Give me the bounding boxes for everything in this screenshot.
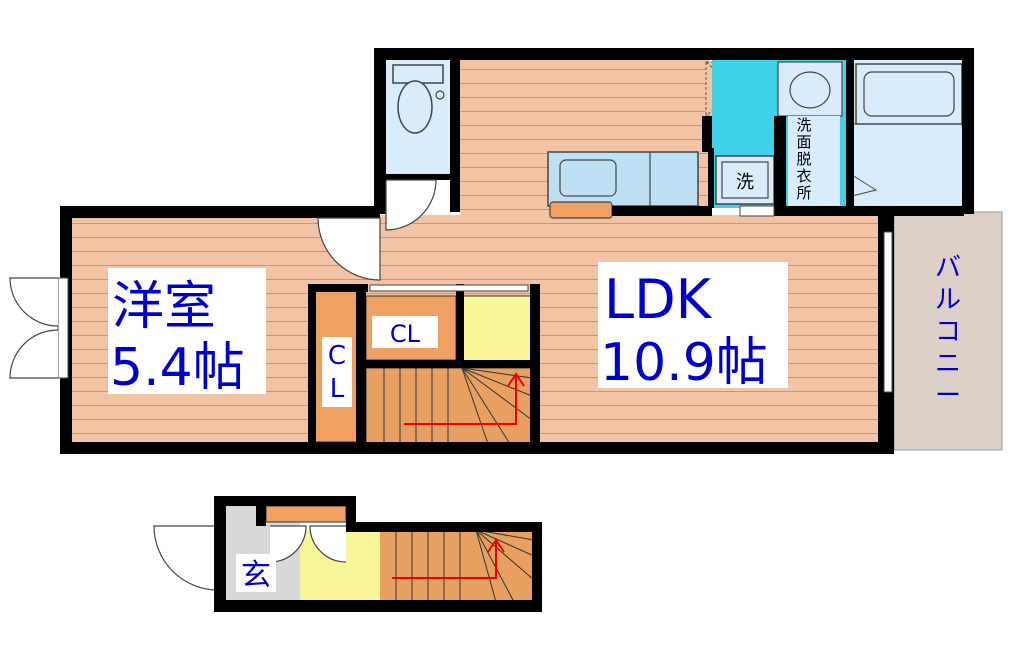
entrance-label: 玄 — [241, 558, 271, 593]
ldk-name: LDK — [604, 268, 713, 331]
window-left-2 — [9, 329, 59, 379]
washroom-char-3: 脱 — [796, 150, 811, 168]
toilet-door[interactable] — [385, 179, 437, 231]
western-room-name: 洋室 — [112, 277, 216, 337]
balcony-char-2: ル — [935, 285, 961, 315]
shoe-cabinet — [265, 505, 347, 523]
entrance-inner-door-2[interactable] — [309, 525, 347, 563]
washer-label: 洗 — [736, 172, 754, 193]
western-room-door[interactable] — [317, 217, 381, 281]
front-door[interactable] — [153, 525, 219, 591]
toilet-bowl — [397, 80, 433, 134]
washroom-char-5: 所 — [796, 184, 811, 202]
closet-small-label: CL — [390, 320, 421, 348]
western-room-size: 5.4帖 — [110, 338, 245, 398]
upper-stairs — [365, 367, 533, 445]
ldk-size: 10.9帖 — [600, 333, 768, 393]
washroom-char-4: 衣 — [796, 167, 811, 185]
washroom-char-2: 面 — [796, 133, 811, 151]
lower-stairs — [380, 530, 534, 602]
closet-tall-label-l: L — [330, 374, 345, 404]
balcony-char-4: ニ — [935, 349, 961, 379]
upper-stair-arrow — [404, 374, 517, 425]
balcony-char-3: コ — [935, 317, 961, 347]
stair-landing — [461, 295, 533, 365]
window-left-1 — [9, 277, 59, 327]
lower-stair-arrow — [392, 540, 497, 579]
walls-lower — [214, 496, 542, 612]
balcony-char-1: バ — [935, 253, 961, 283]
balcony — [893, 211, 1003, 451]
washroom-char-1: 洗 — [796, 116, 811, 134]
toilet-tank — [392, 64, 444, 84]
balcony-char-5: ー — [935, 381, 961, 411]
entrance-inner-door-1[interactable] — [269, 525, 307, 563]
kitchen-counter-edge — [549, 201, 613, 219]
closet-tall-label-c: C — [328, 341, 346, 371]
